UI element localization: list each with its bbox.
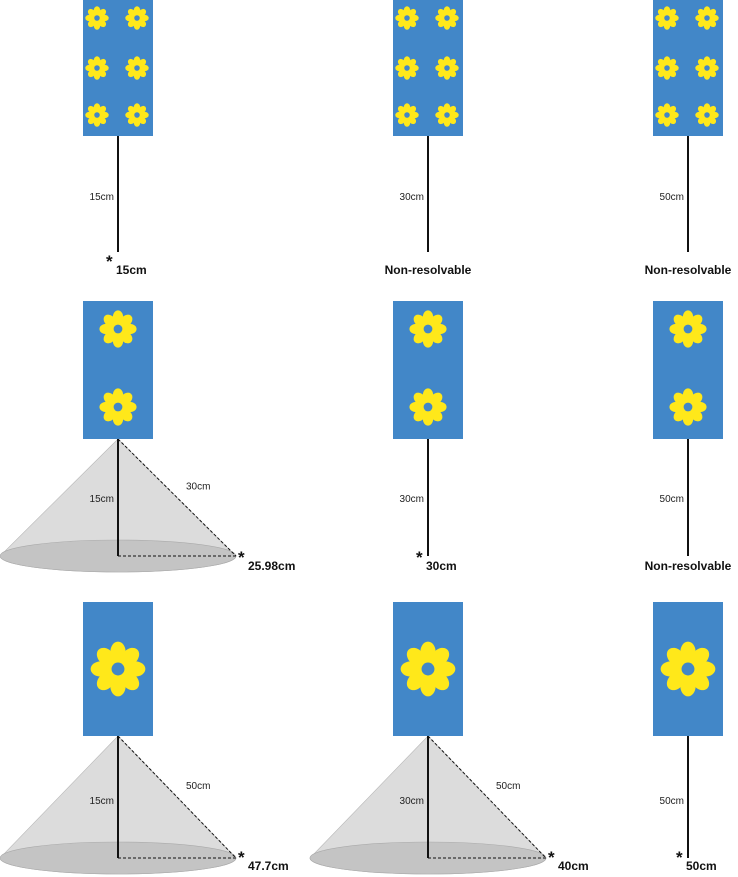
flower-icon (85, 6, 109, 30)
flower-icon (695, 6, 719, 30)
result-label: 15cm (116, 263, 147, 277)
flower-icon (99, 310, 137, 348)
resolvable-asterisk: * (238, 848, 245, 867)
flower-icon (90, 641, 146, 697)
result-label: Non-resolvable (645, 559, 732, 573)
flower-icon (125, 56, 149, 80)
resolvable-asterisk: * (106, 252, 113, 271)
flower-icon (395, 56, 419, 80)
stimulus-card (83, 301, 153, 439)
flower-icon (669, 388, 707, 426)
flower-icon (395, 6, 419, 30)
stimulus-card (653, 602, 723, 736)
stimulus-card (393, 602, 463, 736)
hypotenuse-label: 30cm (186, 482, 210, 493)
flower-icon (125, 103, 149, 127)
stimulus-card (83, 0, 153, 136)
panel-r1-c1: 15cm*15cm (83, 0, 153, 277)
flower-icon (395, 103, 419, 127)
distance-label: 15cm (90, 192, 114, 203)
flower-icon (695, 56, 719, 80)
resolvable-asterisk: * (548, 848, 555, 867)
flower-icon (655, 6, 679, 30)
flower-icon (409, 310, 447, 348)
distance-label: 30cm (400, 494, 424, 505)
resolvable-asterisk: * (676, 848, 683, 867)
result-label: Non-resolvable (645, 263, 732, 277)
panel-r3-c1: 50cm 15cm *47.7cm (0, 602, 289, 875)
flower-icon (695, 103, 719, 127)
stimulus-card (393, 0, 463, 136)
result-label: Non-resolvable (385, 263, 472, 277)
distance-label: 15cm (90, 494, 114, 505)
flower-icon (409, 388, 447, 426)
result-label: 47.7cm (248, 859, 289, 873)
flower-icon (99, 388, 137, 426)
flower-icon (655, 56, 679, 80)
flower-icon (669, 310, 707, 348)
stimulus-card (393, 301, 463, 439)
stimulus-card (653, 301, 723, 439)
distance-label: 50cm (660, 192, 684, 203)
flower-icon (125, 6, 149, 30)
stimulus-card (83, 602, 153, 736)
flower-icon (435, 56, 459, 80)
hypotenuse-label: 50cm (186, 781, 210, 792)
result-label: 50cm (686, 859, 717, 873)
hypotenuse-line (427, 735, 547, 859)
flower-icon (655, 103, 679, 127)
distance-label: 50cm (660, 796, 684, 807)
flower-icon (85, 56, 109, 80)
distance-label: 15cm (90, 796, 114, 807)
distance-label: 30cm (400, 192, 424, 203)
flower-icon (400, 641, 456, 697)
panel-r2-c2: 30cm*30cm (393, 301, 463, 573)
hypotenuse-label: 50cm (496, 781, 520, 792)
distance-label: 30cm (400, 796, 424, 807)
flower-icon (660, 641, 716, 697)
result-label: 30cm (426, 559, 457, 573)
panel-r2-c1: 30cm 15cm *25.98cm (0, 301, 295, 573)
panel-r3-c3: 50cm*50cm (653, 602, 723, 873)
flower-icon (85, 103, 109, 127)
stimulus-card (653, 0, 723, 136)
result-label: 25.98cm (248, 559, 295, 573)
distance-label: 50cm (660, 494, 684, 505)
resolvable-asterisk: * (416, 548, 423, 567)
hypotenuse-line (117, 735, 237, 859)
flower-icon (435, 6, 459, 30)
result-label: 40cm (558, 859, 589, 873)
panel-r3-c2: 50cm 30cm *40cm (309, 602, 589, 875)
flower-icon (435, 103, 459, 127)
resolvable-asterisk: * (238, 548, 245, 567)
hypotenuse-line (117, 438, 237, 557)
